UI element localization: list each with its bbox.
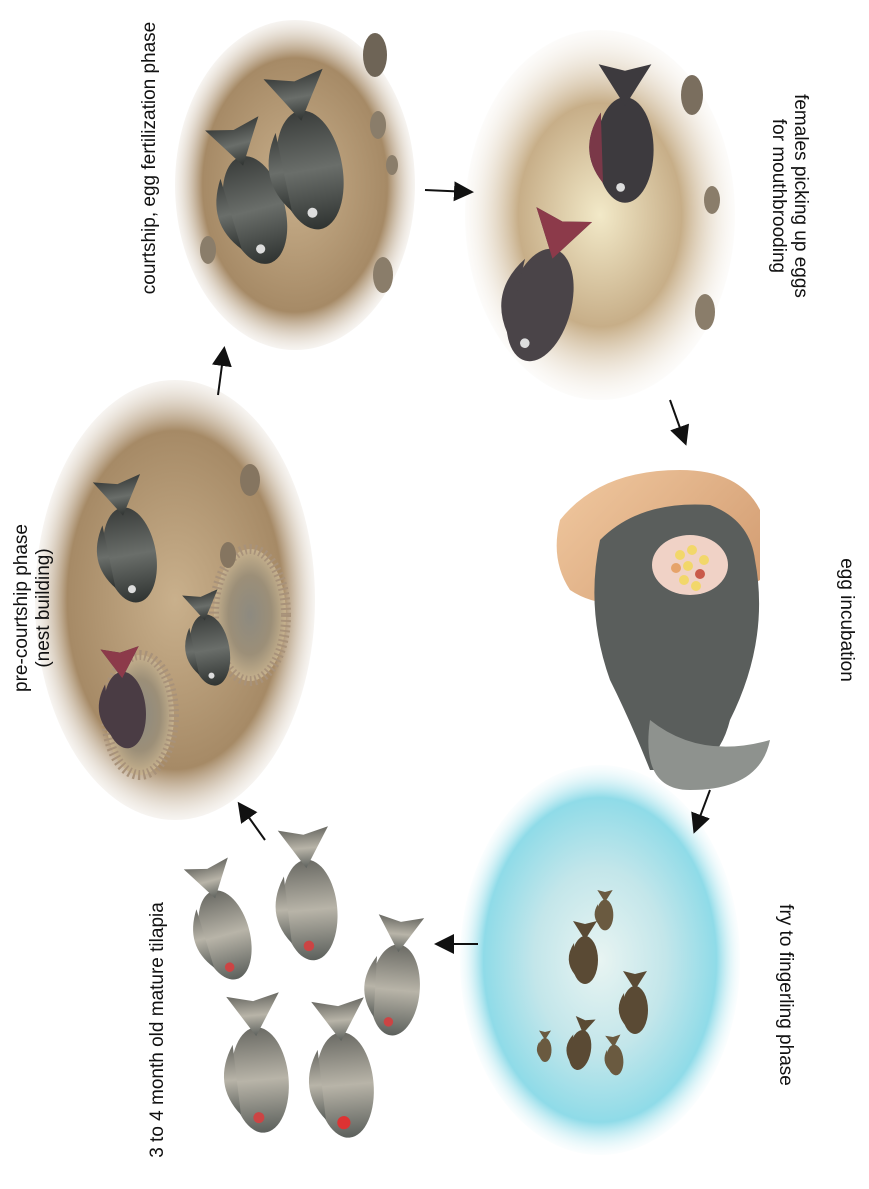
egg-incubation-illustration [557,470,770,790]
tilapia-fish-icon [269,826,342,963]
fry-fingerling-label: fry to fingerling phase [774,904,796,1086]
pre-courtship-label-line1: pre-courtship phase [11,524,33,692]
arrow-icon [425,190,470,192]
pre-courtship-label: pre-courtship phase (nest building) [11,524,55,692]
arrow-icon [218,350,224,395]
courtship-label: courtship, egg fertilization phase [139,22,161,295]
females-picking-label-line2: for mouthbrooding [767,94,789,298]
pre-courtship-label-line2: (nest building) [33,524,55,692]
mature-tilapia-label: 3 to 4 month old mature tilapia [147,902,169,1158]
pre-courtship-illustration [35,380,315,820]
tilapia-fish-icon [176,857,261,987]
courtship-illustration [175,20,415,350]
egg-cluster-icon [652,535,728,595]
arrow-icon [240,805,265,840]
egg-incubation-label: egg incubation [835,558,857,682]
tilapia-fish-icon [302,997,378,1141]
arrow-icon [670,400,685,442]
mature-tilapia-illustration [176,826,426,1141]
tilapia-fish-icon [217,992,293,1136]
tilapia-fish-icon [360,913,426,1037]
arrow-icon [695,790,710,830]
females-picking-label-line1: females picking up eggs [789,94,811,298]
females-picking-label: females picking up eggs for mouthbroodin… [767,94,811,298]
females-picking-illustration [465,30,735,400]
